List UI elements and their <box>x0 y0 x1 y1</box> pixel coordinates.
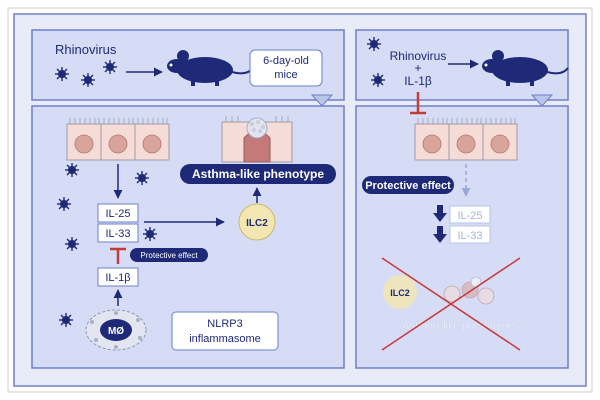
left-phenotype-label: Asthma-like phenotype <box>192 167 324 181</box>
epithelial-cell-icon <box>134 117 170 161</box>
right-virus-label: Rhinovirus <box>390 49 447 63</box>
epithelial-cell-icon <box>66 117 102 161</box>
mice-label-box <box>249 49 323 87</box>
decrease-arrow-icon <box>433 226 447 243</box>
decrease-arrow-icon <box>433 205 447 222</box>
right-il33-label: IL-33 <box>457 230 482 242</box>
right-protective-pill <box>362 176 454 194</box>
mice-label-line-2: mice <box>274 69 297 81</box>
inflammasome-line-1: NLRP3 <box>207 318 242 330</box>
epithelial-cell-icon <box>482 117 518 161</box>
macrophage-icon <box>85 309 147 351</box>
epithelial-cell-icon <box>100 117 136 161</box>
left-protective-label: Protective effect <box>140 251 198 260</box>
inhibition-icon <box>410 92 426 115</box>
virus-icon <box>142 226 158 242</box>
epithelial-cell-icon <box>448 117 484 161</box>
left-il1b-label: IL-1β <box>105 272 130 284</box>
right-il1b-label: IL-1β <box>404 74 432 88</box>
left-virus-label: Rhinovirus <box>55 42 117 57</box>
left-triangle-pointer <box>310 94 334 107</box>
right-phenotype-label: Asthma-like phenotype <box>402 320 514 332</box>
left-il25-label: IL-25 <box>105 208 130 220</box>
faded-epithelium-icon <box>443 276 495 305</box>
virus-icon <box>370 72 386 88</box>
virus-icon <box>134 170 150 186</box>
virus-icon <box>366 36 382 52</box>
cross-out-icon <box>381 257 521 351</box>
inflammasome-line-2: inflammasome <box>189 333 261 345</box>
virus-icon <box>80 72 96 88</box>
right-protective-label: Protective effect <box>365 180 451 192</box>
phenotype-pill <box>180 164 336 184</box>
il1b-box <box>97 267 139 287</box>
right-il25-box <box>449 205 491 224</box>
left-il33-label: IL-33 <box>105 228 130 240</box>
right-triangle-pointer <box>530 94 554 107</box>
virus-icon <box>64 162 80 178</box>
left-protective-pill <box>130 248 208 262</box>
virus-icon <box>102 59 118 75</box>
mice-label-line-1: 6-day-old <box>263 55 309 67</box>
right-il33-box <box>449 225 491 244</box>
right-plus-label: + <box>414 61 421 75</box>
macrophage-label: MØ <box>108 326 124 337</box>
virus-icon <box>58 312 74 328</box>
inhibition-icon <box>110 247 126 264</box>
il25-box <box>97 203 139 223</box>
right-il25-label: IL-25 <box>457 210 482 222</box>
left-ilc2-label: ILC2 <box>246 218 268 229</box>
inflammasome-box <box>171 311 279 351</box>
virus-icon <box>64 236 80 252</box>
right-ilc2-label: ILC2 <box>390 288 410 298</box>
damaged-epithelium-icon <box>221 116 293 163</box>
epithelial-cell-icon <box>414 117 450 161</box>
ilc2-cell-icon <box>238 203 276 241</box>
virus-icon <box>54 66 70 82</box>
faded-ilc2-icon <box>383 275 417 309</box>
virus-icon <box>56 196 72 212</box>
il33-box <box>97 223 139 243</box>
